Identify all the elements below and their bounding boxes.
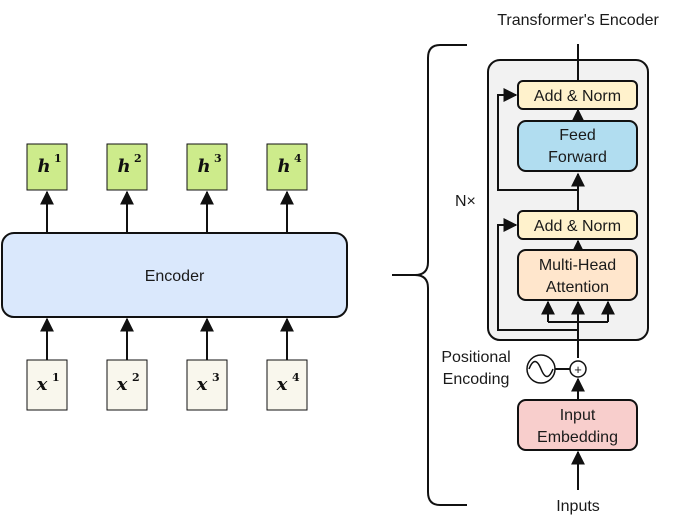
left-encoder-diagram: Encoder h 1 h 2 h 3 h 4 x [1,143,348,411]
inputs-label: Inputs [556,498,600,515]
residual-attention [497,218,578,331]
output-h2: h 2 [106,143,148,191]
input-x3: x 3 [186,359,228,411]
feed-forward-box [517,120,638,172]
add-norm-top-label: Add & Norm [534,88,621,105]
residual-ff [497,88,578,191]
svg-text:h: h [37,156,50,177]
sine-wave-icon [526,354,556,384]
positional-encoding-label-2: Encoding [443,371,510,388]
transformer-title: Transformer's Encoder [497,12,659,29]
svg-text:1: 1 [54,152,62,165]
positional-encoding-label-1: Positional [441,349,510,366]
add-norm-top-box [517,80,638,110]
encoder-box [1,232,348,318]
svg-text:4: 4 [292,371,300,384]
svg-text:1: 1 [52,371,60,384]
output-h3: h 3 [186,143,228,191]
add-norm-bottom-box [517,210,638,240]
output-h1: h 1 [26,143,68,191]
svg-text:x: x [276,374,288,395]
svg-text:2: 2 [134,152,142,165]
svg-text:h: h [117,156,130,177]
repeat-label: N× [455,193,476,210]
plus-icon: + [569,360,587,378]
transformer-encoder-diagram: Transformer's Encoder N× Add & Norm Feed… [441,12,659,515]
svg-text:+: + [574,362,582,377]
svg-text:3: 3 [214,152,222,165]
input-embedding-box [517,399,638,451]
svg-text:2: 2 [132,371,140,384]
svg-text:x: x [196,374,208,395]
curly-brace [392,44,467,506]
input-embedding-label-2: Embedding [537,429,618,446]
output-h4: h 4 [266,143,308,191]
feed-forward-label-2: Forward [548,149,607,166]
feed-forward-label-1: Feed [559,127,595,144]
encoder-label: Encoder [145,268,205,285]
input-x1: x 1 [26,359,68,411]
multi-head-label-2: Attention [546,279,609,296]
add-norm-bottom-label: Add & Norm [534,218,621,235]
multi-head-attention-box [517,249,638,301]
input-x4: x 4 [266,359,308,411]
svg-text:x: x [116,374,128,395]
svg-text:h: h [277,156,290,177]
svg-text:3: 3 [212,371,220,384]
svg-text:h: h [197,156,210,177]
input-embedding-label-1: Input [560,407,596,424]
input-x2: x 2 [106,359,148,411]
svg-text:4: 4 [294,152,302,165]
multi-head-label-1: Multi-Head [539,257,616,274]
svg-text:x: x [36,374,48,395]
